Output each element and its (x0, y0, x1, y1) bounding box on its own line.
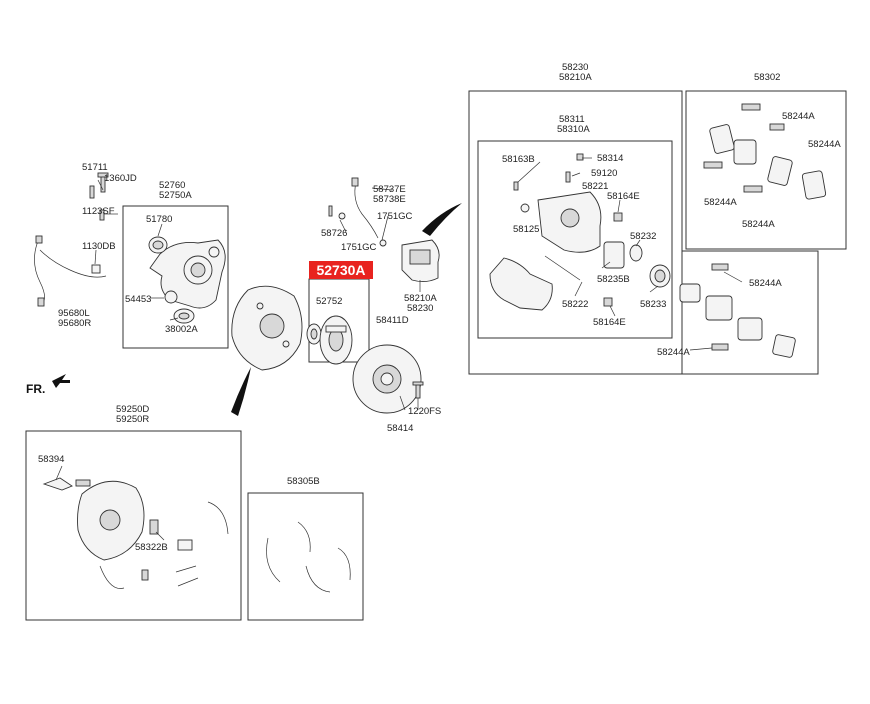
label-58305b: 58305B (287, 476, 320, 487)
highlight-label[interactable]: 52730A (316, 262, 365, 278)
label-58244a-3: 58244A (704, 197, 737, 208)
parking-brake-assembly (42, 477, 229, 589)
label-52760: 52760 (159, 180, 185, 191)
label-58125: 58125 (513, 224, 539, 235)
label-58221: 58221 (582, 181, 608, 192)
label-95680l: 95680L (58, 308, 90, 319)
bolt-1123sf (99, 209, 105, 221)
label-54453: 54453 (125, 294, 151, 305)
label-58164e-a: 58164E (607, 191, 640, 202)
label-58314: 58314 (597, 153, 623, 164)
label-58244a-2: 58244A (808, 139, 841, 150)
seal-58233 (649, 264, 671, 288)
label-58233: 58233 (640, 299, 666, 310)
brake-shoes (266, 521, 351, 593)
part-labels: 51711 1360JD 1123SF 1130DB 95680L 95680R… (38, 62, 841, 553)
caliper-inner-box (477, 140, 673, 339)
label-59250r: 59250R (116, 414, 149, 425)
curve-arrow-brake-icon (231, 367, 251, 416)
label-58230-mid: 58230 (407, 303, 433, 314)
bolt-1360jd (97, 172, 109, 193)
label-58414: 58414 (387, 423, 413, 434)
caliper-bracket (489, 257, 553, 311)
bolt-51711 (89, 185, 95, 199)
caliper-group-box (468, 90, 683, 375)
label-58244a-5: 58244A (749, 278, 782, 289)
fr-arrow-icon (52, 374, 70, 388)
label-38002a: 38002A (165, 324, 198, 335)
label-1360jd: 1360JD (104, 173, 137, 184)
bushing-54453 (164, 290, 178, 304)
label-95680r: 95680R (58, 318, 91, 329)
label-58322b: 58322B (135, 542, 168, 553)
bushing-38002a (173, 308, 195, 324)
pad-kit-box (685, 90, 847, 250)
label-58235b: 58235B (597, 274, 630, 285)
bearing-52752 (306, 323, 322, 345)
label-52752: 52752 (316, 296, 342, 307)
pad-set-box (682, 250, 819, 375)
caliper-body (537, 191, 602, 253)
label-58726: 58726 (321, 228, 347, 239)
label-51780: 51780 (146, 214, 172, 225)
brake-disc (352, 344, 422, 414)
brake-line (328, 177, 387, 247)
label-1130db: 1130DB (82, 241, 116, 252)
label-58244a-6: 58244A (657, 347, 690, 358)
label-1123sf: 1123SF (82, 206, 115, 217)
label-1751gc-a: 1751GC (377, 211, 413, 222)
fr-label: FR. (26, 382, 45, 396)
label-58310a: 58310A (557, 124, 590, 135)
knuckle-group-box (122, 205, 229, 349)
pin-bolts (513, 171, 581, 281)
label-58244a-1: 58244A (782, 111, 815, 122)
hub-52730a (319, 315, 353, 365)
label-58411d: 58411D (376, 315, 409, 326)
seal-58232 (629, 244, 643, 262)
label-58311: 58311 (559, 114, 585, 125)
label-58163b: 58163B (502, 154, 535, 165)
label-58232: 58232 (630, 231, 656, 242)
label-59250d: 59250D (116, 404, 149, 415)
boot-58164e (603, 212, 623, 307)
seal-51780 (148, 236, 168, 254)
parking-brake-box (25, 430, 242, 621)
label-58738e: 58738E (373, 194, 406, 205)
sensor-harness (34, 235, 107, 307)
label-1220fs: 1220FS (408, 406, 441, 417)
bleeder-58314 (576, 153, 584, 161)
label-58210a-mid: 58210A (404, 293, 437, 304)
pad-set (679, 263, 796, 358)
shoe-kit-box (247, 492, 364, 621)
label-58210a-top: 58210A (559, 72, 592, 83)
dust-shield (231, 285, 303, 371)
label-52750a: 52750A (159, 190, 192, 201)
label-51711: 51711 (82, 162, 108, 173)
pad-kit-58302 (703, 103, 827, 200)
label-58230-top: 58230 (562, 62, 588, 73)
label-59120: 59120 (591, 168, 617, 179)
label-58164e-b: 58164E (593, 317, 626, 328)
highlight-badge[interactable] (309, 261, 373, 279)
label-58302: 58302 (754, 72, 780, 83)
label-58244a-4: 58244A (742, 219, 775, 230)
label-58222: 58222 (562, 299, 588, 310)
piston-58235b (603, 241, 625, 269)
label-1751gc-b: 1751GC (341, 242, 377, 253)
label-58737e: 58737E (373, 184, 406, 195)
leader-lines (55, 157, 743, 541)
curve-arrow-caliper-icon (422, 203, 462, 236)
caliper-assembly-small (401, 239, 440, 283)
label-58394: 58394 (38, 454, 64, 465)
